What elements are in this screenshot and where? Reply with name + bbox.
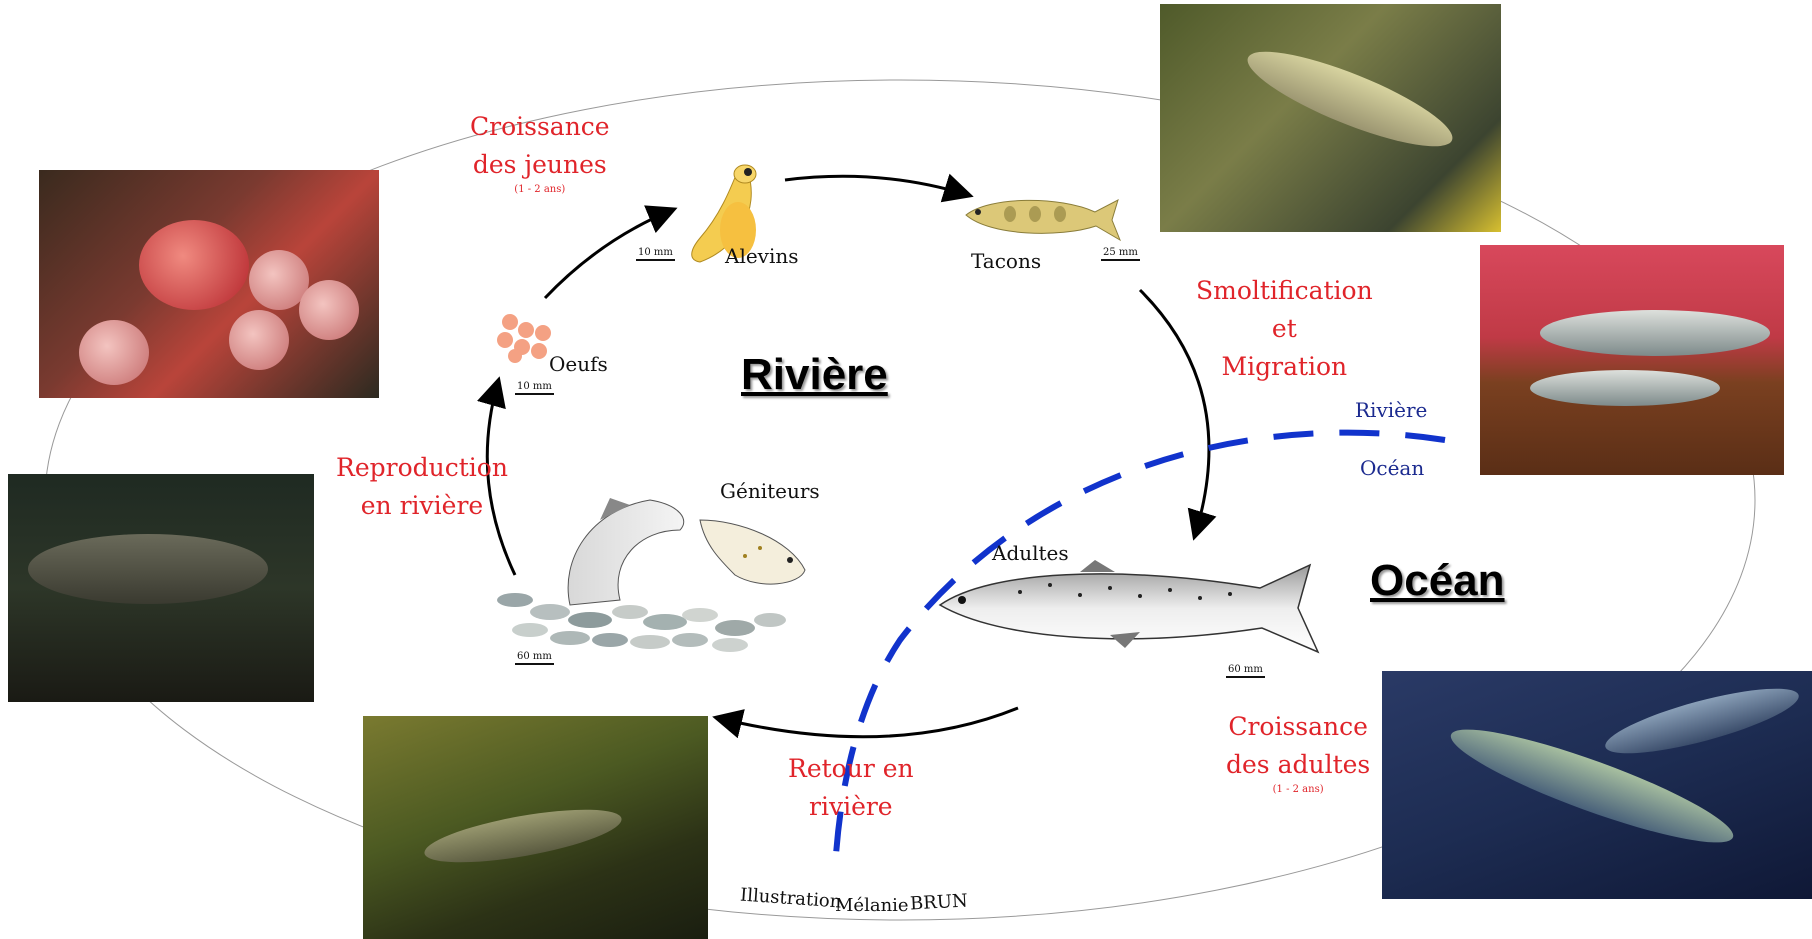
photo-parr: [1160, 4, 1501, 232]
scale-bar-adultes: 60 mm: [1226, 664, 1265, 678]
phase-croissance-adultes-line-2: des adultes: [1226, 750, 1371, 779]
scale-bar-oeufs: 10 mm: [515, 381, 554, 395]
spawners-illustration: [497, 498, 806, 652]
stage-label-tacons: Tacons: [971, 249, 1042, 273]
stage-label-oeufs: Oeufs: [549, 352, 608, 376]
eggs-illustration: [497, 314, 551, 363]
phase-smoltification-line-3: Migration: [1221, 352, 1348, 381]
phase-croissance-jeunes-line-1: Croissance: [470, 112, 610, 141]
alevin-illustration: [691, 164, 757, 263]
boundary-label-river: Rivière: [1355, 398, 1428, 422]
river-ocean-boundary-line: [832, 429, 1446, 871]
stage-label-adultes: Adultes: [992, 541, 1069, 565]
phase-retour-line-1: Retour en: [788, 754, 914, 783]
credit-last-name: BRUN: [909, 890, 969, 915]
zone-title-river: Rivière: [741, 350, 888, 399]
phase-croissance-jeunes-duration: (1 - 2 ans): [514, 184, 566, 195]
phase-croissance-adultes-line-1: Croissance: [1228, 712, 1368, 741]
tacon-illustration: [965, 199, 1122, 242]
zone-title-ocean: Océan: [1370, 556, 1505, 605]
adult-salmon-illustration: [938, 560, 1320, 654]
photo-smolts-measuring-board: [1480, 245, 1784, 475]
photo-river-return: [363, 716, 708, 939]
arrow-geniteurs-to-oeufs: [476, 376, 517, 576]
arrow-tacons-to-adultes: [1138, 288, 1217, 541]
scale-bar-tacons: 25 mm: [1101, 247, 1140, 261]
phase-croissance-adultes-duration: (1 - 2 ans): [1272, 784, 1324, 795]
boundary-label-ocean: Océan: [1360, 456, 1425, 480]
phase-croissance-adultes: Croissance des adultes (1 - 2 ans): [1226, 708, 1370, 796]
phase-croissance-jeunes-line-2: des jeunes: [472, 150, 607, 179]
phase-reproduction-line-1: Reproduction: [336, 453, 508, 482]
arrow-adultes-to-retour: [712, 706, 1019, 739]
photo-alevin-hatching: [39, 170, 379, 398]
phase-smoltification-line-1: Smoltification: [1196, 276, 1373, 305]
scale-bar-alevins: 10 mm: [636, 247, 675, 261]
phase-retour-line-2: rivière: [809, 792, 893, 821]
stage-label-geniteurs: Géniteurs: [720, 479, 820, 503]
arrow-oeufs-to-alevins: [543, 205, 678, 300]
photo-spawning-pair: [8, 474, 314, 702]
phase-reproduction: Reproduction en rivière: [336, 449, 508, 525]
phase-retour: Retour en rivière: [788, 750, 914, 826]
scale-bar-geniteurs: 60 mm: [515, 651, 554, 665]
phase-smoltification: Smoltification et Migration: [1196, 272, 1373, 386]
photo-ocean-salmon: [1382, 671, 1812, 899]
arrow-alevins-to-tacons: [784, 173, 974, 203]
phase-reproduction-line-2: en rivière: [360, 491, 484, 520]
credit-first-name: Mélanie: [835, 895, 909, 916]
phase-croissance-jeunes: Croissance des jeunes (1 - 2 ans): [470, 108, 610, 196]
stage-label-alevins: Alevins: [725, 244, 799, 268]
phase-smoltification-line-2: et: [1271, 314, 1297, 343]
